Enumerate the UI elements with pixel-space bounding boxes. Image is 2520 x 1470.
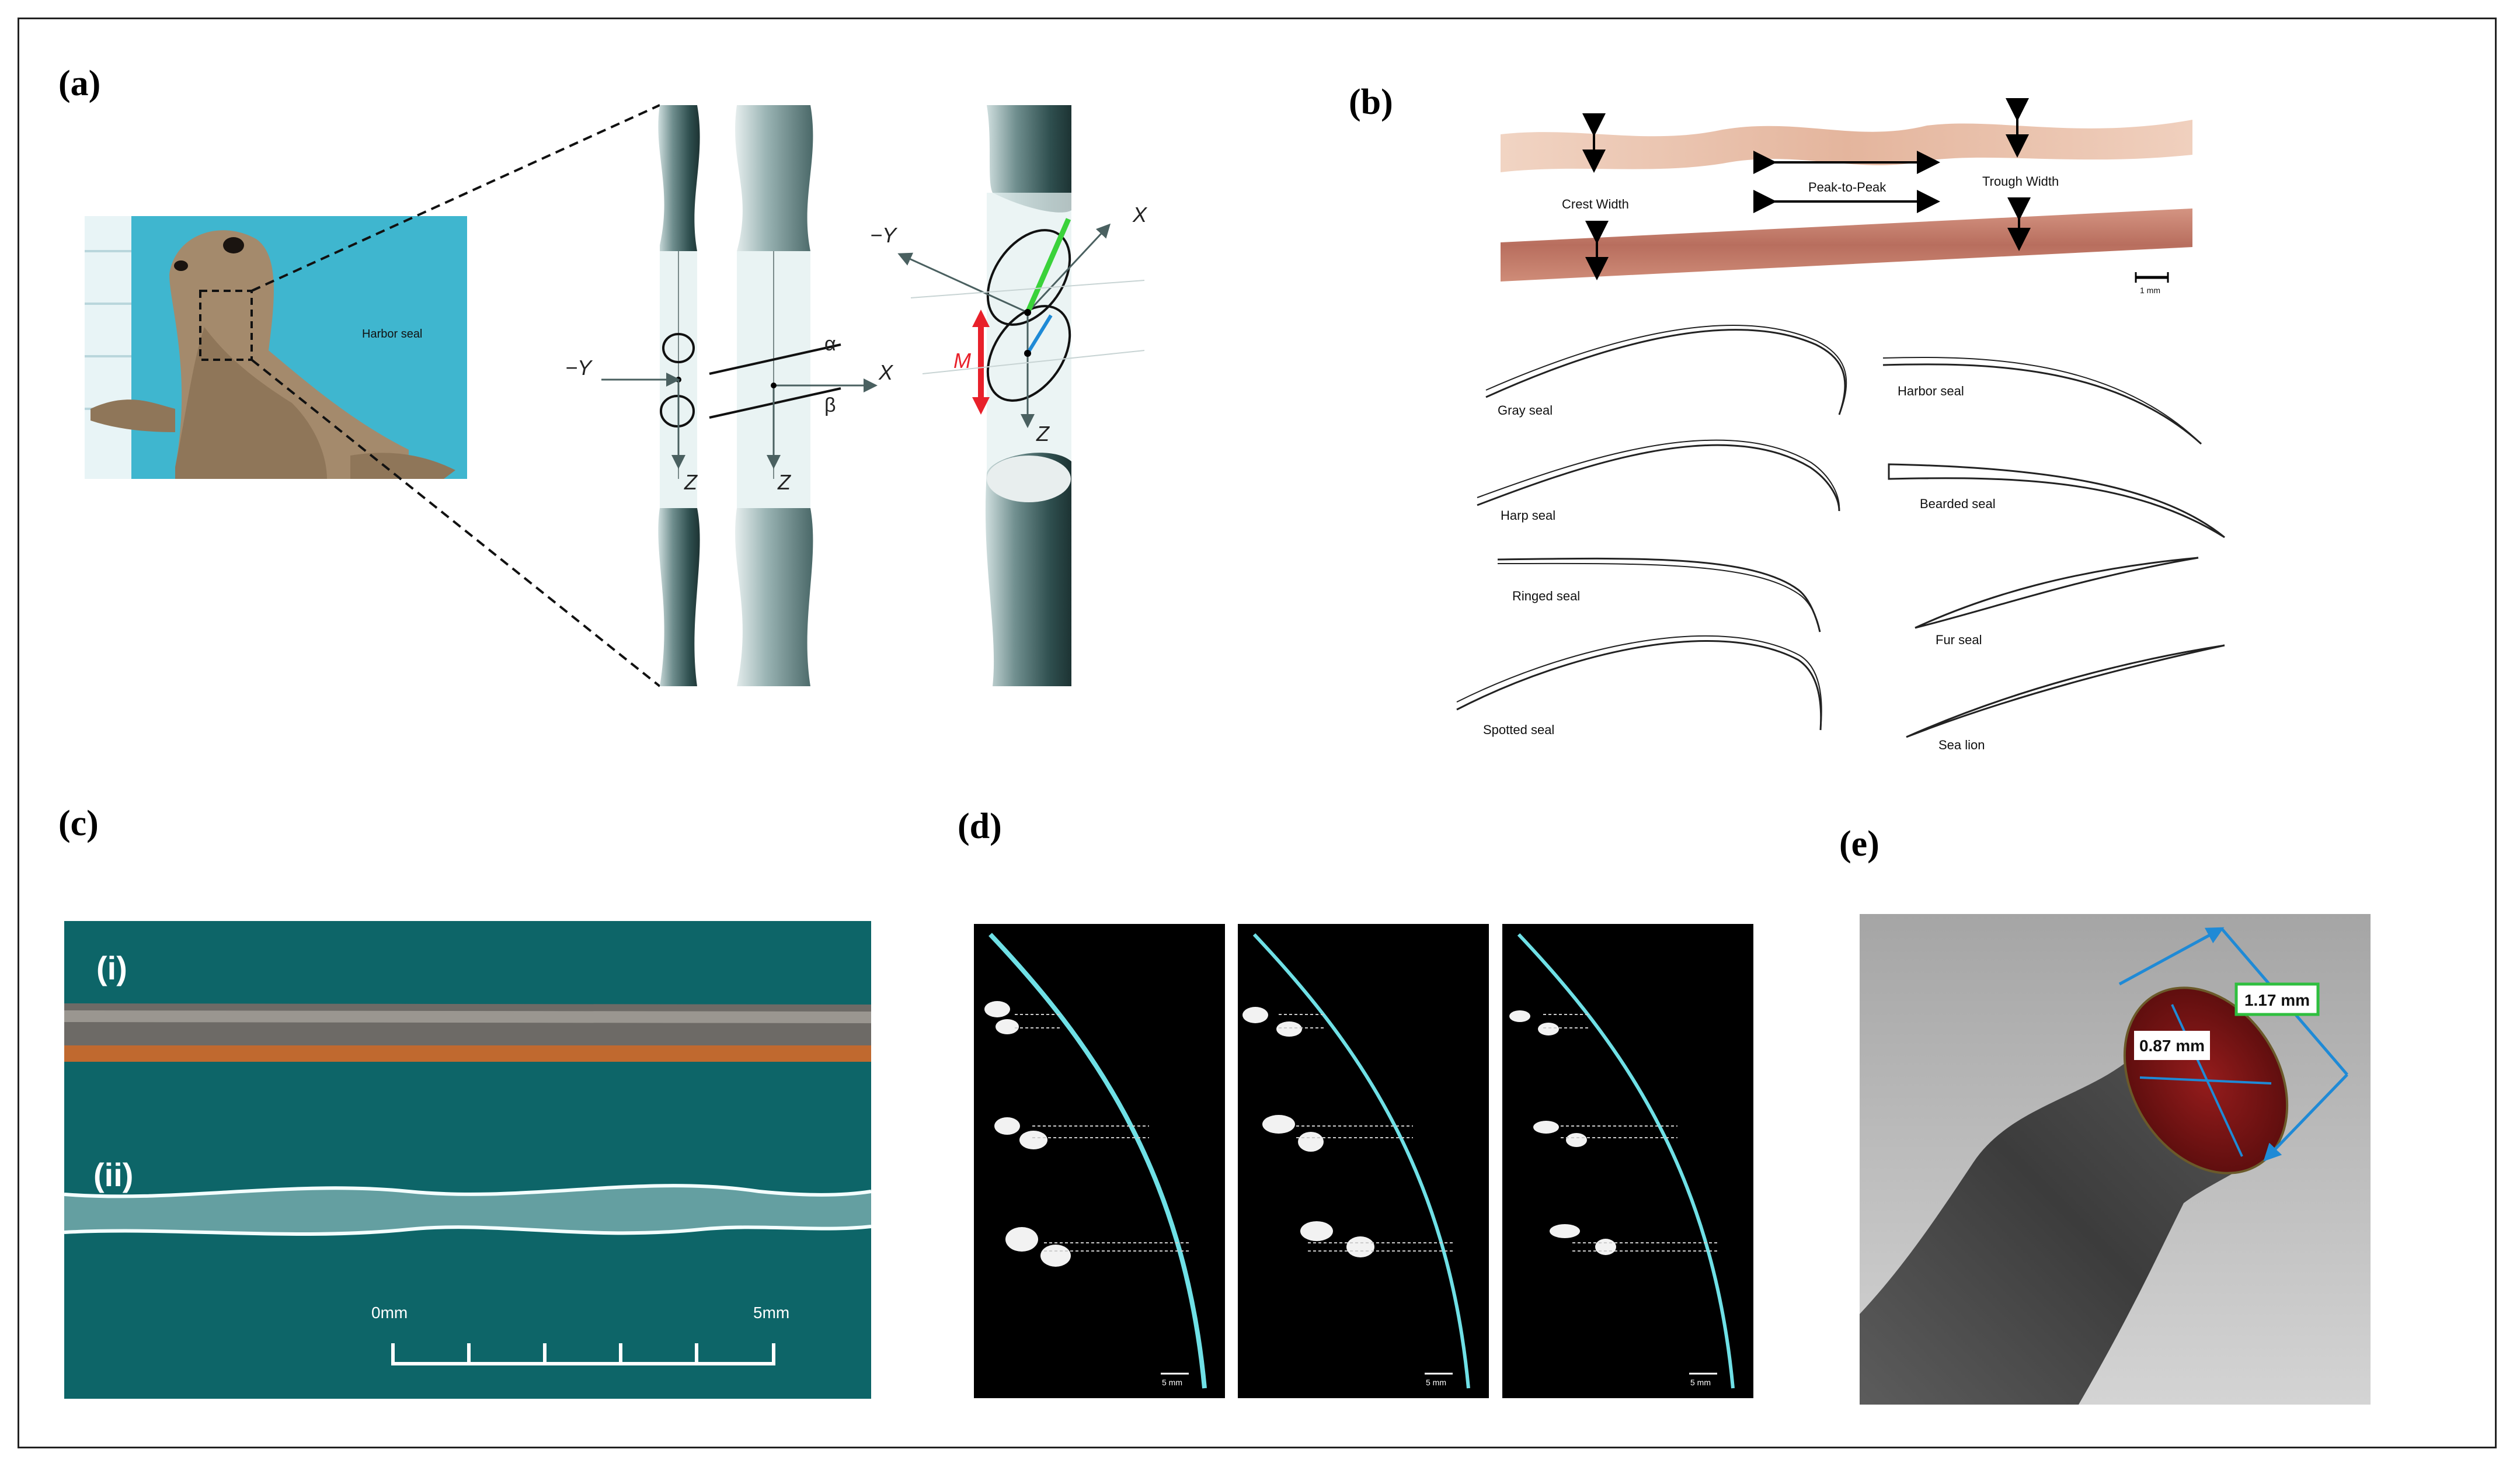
whisker-undulated bbox=[1501, 120, 2192, 172]
ct-whisker-1 bbox=[988, 933, 1207, 1389]
ct-cross-section-3-3 bbox=[1533, 1121, 1559, 1134]
ct-scale-label-1: 5 mm bbox=[1162, 1378, 1182, 1387]
species-label-1: Harbor seal bbox=[1898, 384, 1964, 398]
ct-panel-3 bbox=[1502, 924, 1753, 1398]
ct-panel-1 bbox=[974, 924, 1225, 1398]
ct-cross-section-3-1 bbox=[1509, 1010, 1530, 1022]
panel-d: 5 mm 5 mm 5 mm bbox=[974, 924, 1753, 1398]
outline-fur-seal bbox=[1915, 557, 2199, 629]
ct-whisker-2 bbox=[1252, 933, 1470, 1389]
ct-panel-2 bbox=[1238, 924, 1489, 1398]
seal-photo bbox=[85, 216, 467, 479]
axis-neg-y-1: −Y bbox=[565, 356, 593, 380]
panel-b: Crest Width Peak-to-Peak Trough Width 1 … bbox=[1456, 98, 2225, 752]
ct-cross-section-1-3 bbox=[994, 1117, 1020, 1135]
ct-cross-section-2-5 bbox=[1300, 1221, 1333, 1241]
ct-whisker-3 bbox=[1517, 933, 1735, 1389]
scale-c-end: 5mm bbox=[753, 1304, 789, 1322]
outline-spotted-seal bbox=[1456, 640, 1822, 731]
panel-d-label: (d) bbox=[958, 807, 1002, 846]
sub-label-ii: (ii) bbox=[93, 1156, 133, 1193]
panel-a-label: (a) bbox=[58, 64, 101, 103]
ct-cross-section-2-2 bbox=[1276, 1021, 1302, 1037]
ct-cross-section-1-5 bbox=[1005, 1227, 1038, 1252]
ct-cross-section-1-4 bbox=[1019, 1131, 1047, 1149]
ct-cross-section-3-5 bbox=[1550, 1224, 1580, 1238]
whisker-smooth bbox=[1501, 208, 2192, 282]
beta-label: β bbox=[824, 394, 836, 416]
axis-z-1: Z bbox=[684, 470, 698, 494]
ct-cross-section-2-1 bbox=[1242, 1007, 1268, 1023]
ct-scale-label-3: 5 mm bbox=[1690, 1378, 1711, 1387]
scale-b-label: 1 mm bbox=[2140, 286, 2160, 295]
ct-cross-section-2-6 bbox=[1346, 1236, 1374, 1257]
panel-c-label: (c) bbox=[58, 804, 99, 843]
panel-e: 1.17 mm 0.87 mm bbox=[1860, 914, 2371, 1405]
species-label-2: Harp seal bbox=[1501, 508, 1555, 523]
ct-cross-section-2-3 bbox=[1262, 1115, 1295, 1134]
figure-frame bbox=[18, 18, 2497, 1448]
species-label-0: Gray seal bbox=[1498, 403, 1553, 418]
outline-harbor-seal bbox=[1882, 363, 2202, 445]
outline-bearded-seal bbox=[1888, 463, 2225, 538]
axis-x-1: X bbox=[878, 360, 894, 384]
major-axis-label: 1.17 mm bbox=[2244, 991, 2310, 1009]
trough-width-label: Trough Width bbox=[1982, 174, 2059, 189]
panel-c: 0mm 5mm (i) (ii) bbox=[64, 921, 872, 1399]
whisker-tube-front bbox=[601, 105, 700, 686]
ct-cross-section-3-6 bbox=[1595, 1239, 1616, 1255]
panel-b-label: (b) bbox=[1349, 82, 1393, 122]
ct-cross-section-2-4 bbox=[1298, 1132, 1324, 1152]
crest-width-label: Crest Width bbox=[1562, 197, 1629, 211]
panel-e-label: (e) bbox=[1839, 824, 1879, 864]
whisker-tube-side bbox=[709, 105, 878, 686]
axis-z-3: Z bbox=[1036, 422, 1050, 446]
peak-to-peak-label: Peak-to-Peak bbox=[1808, 180, 1886, 194]
seal-caption: Harbor seal bbox=[362, 328, 422, 340]
axis-x-2: X bbox=[1132, 203, 1148, 227]
minor-axis-label: 0.87 mm bbox=[2139, 1037, 2205, 1055]
outline-sea-lion bbox=[1906, 644, 2225, 738]
axis-z-2: Z bbox=[777, 470, 791, 494]
axis-neg-y-2: −Y bbox=[870, 223, 898, 247]
species-label-6: Spotted seal bbox=[1483, 722, 1554, 737]
ct-cross-section-1-1 bbox=[984, 1001, 1010, 1017]
magnifier-line-bottom bbox=[250, 359, 661, 687]
species-label-5: Fur seal bbox=[1936, 633, 1982, 647]
whisker-tube-3d bbox=[897, 105, 1145, 686]
major-axis-tag bbox=[2234, 982, 2320, 1016]
ct-scale-label-2: 5 mm bbox=[1426, 1378, 1446, 1387]
species-label-4: Ringed seal bbox=[1512, 589, 1580, 603]
ct-cross-section-1-6 bbox=[1040, 1245, 1071, 1267]
magnifier-line-top bbox=[251, 104, 660, 292]
sub-label-i: (i) bbox=[96, 950, 127, 986]
minor-axis-tag bbox=[2134, 1031, 2210, 1060]
ct-cross-section-3-4 bbox=[1566, 1133, 1587, 1147]
scale-c-start: 0mm bbox=[371, 1304, 408, 1322]
alpha-label: α bbox=[824, 333, 836, 355]
species-outlines bbox=[1456, 325, 2225, 738]
ct-cross-section-1-2 bbox=[996, 1019, 1019, 1034]
panel-a: Harbor seal −Y Z bbox=[85, 104, 1148, 687]
moment-label: M bbox=[953, 349, 971, 373]
ruler-c bbox=[391, 1343, 775, 1365]
ct-cross-section-3-2 bbox=[1538, 1023, 1559, 1035]
species-label-3: Bearded seal bbox=[1920, 496, 1996, 511]
outline-harp-seal bbox=[1477, 444, 1840, 512]
species-label-7: Sea lion bbox=[1938, 738, 1985, 752]
outline-gray-seal bbox=[1485, 329, 1846, 415]
